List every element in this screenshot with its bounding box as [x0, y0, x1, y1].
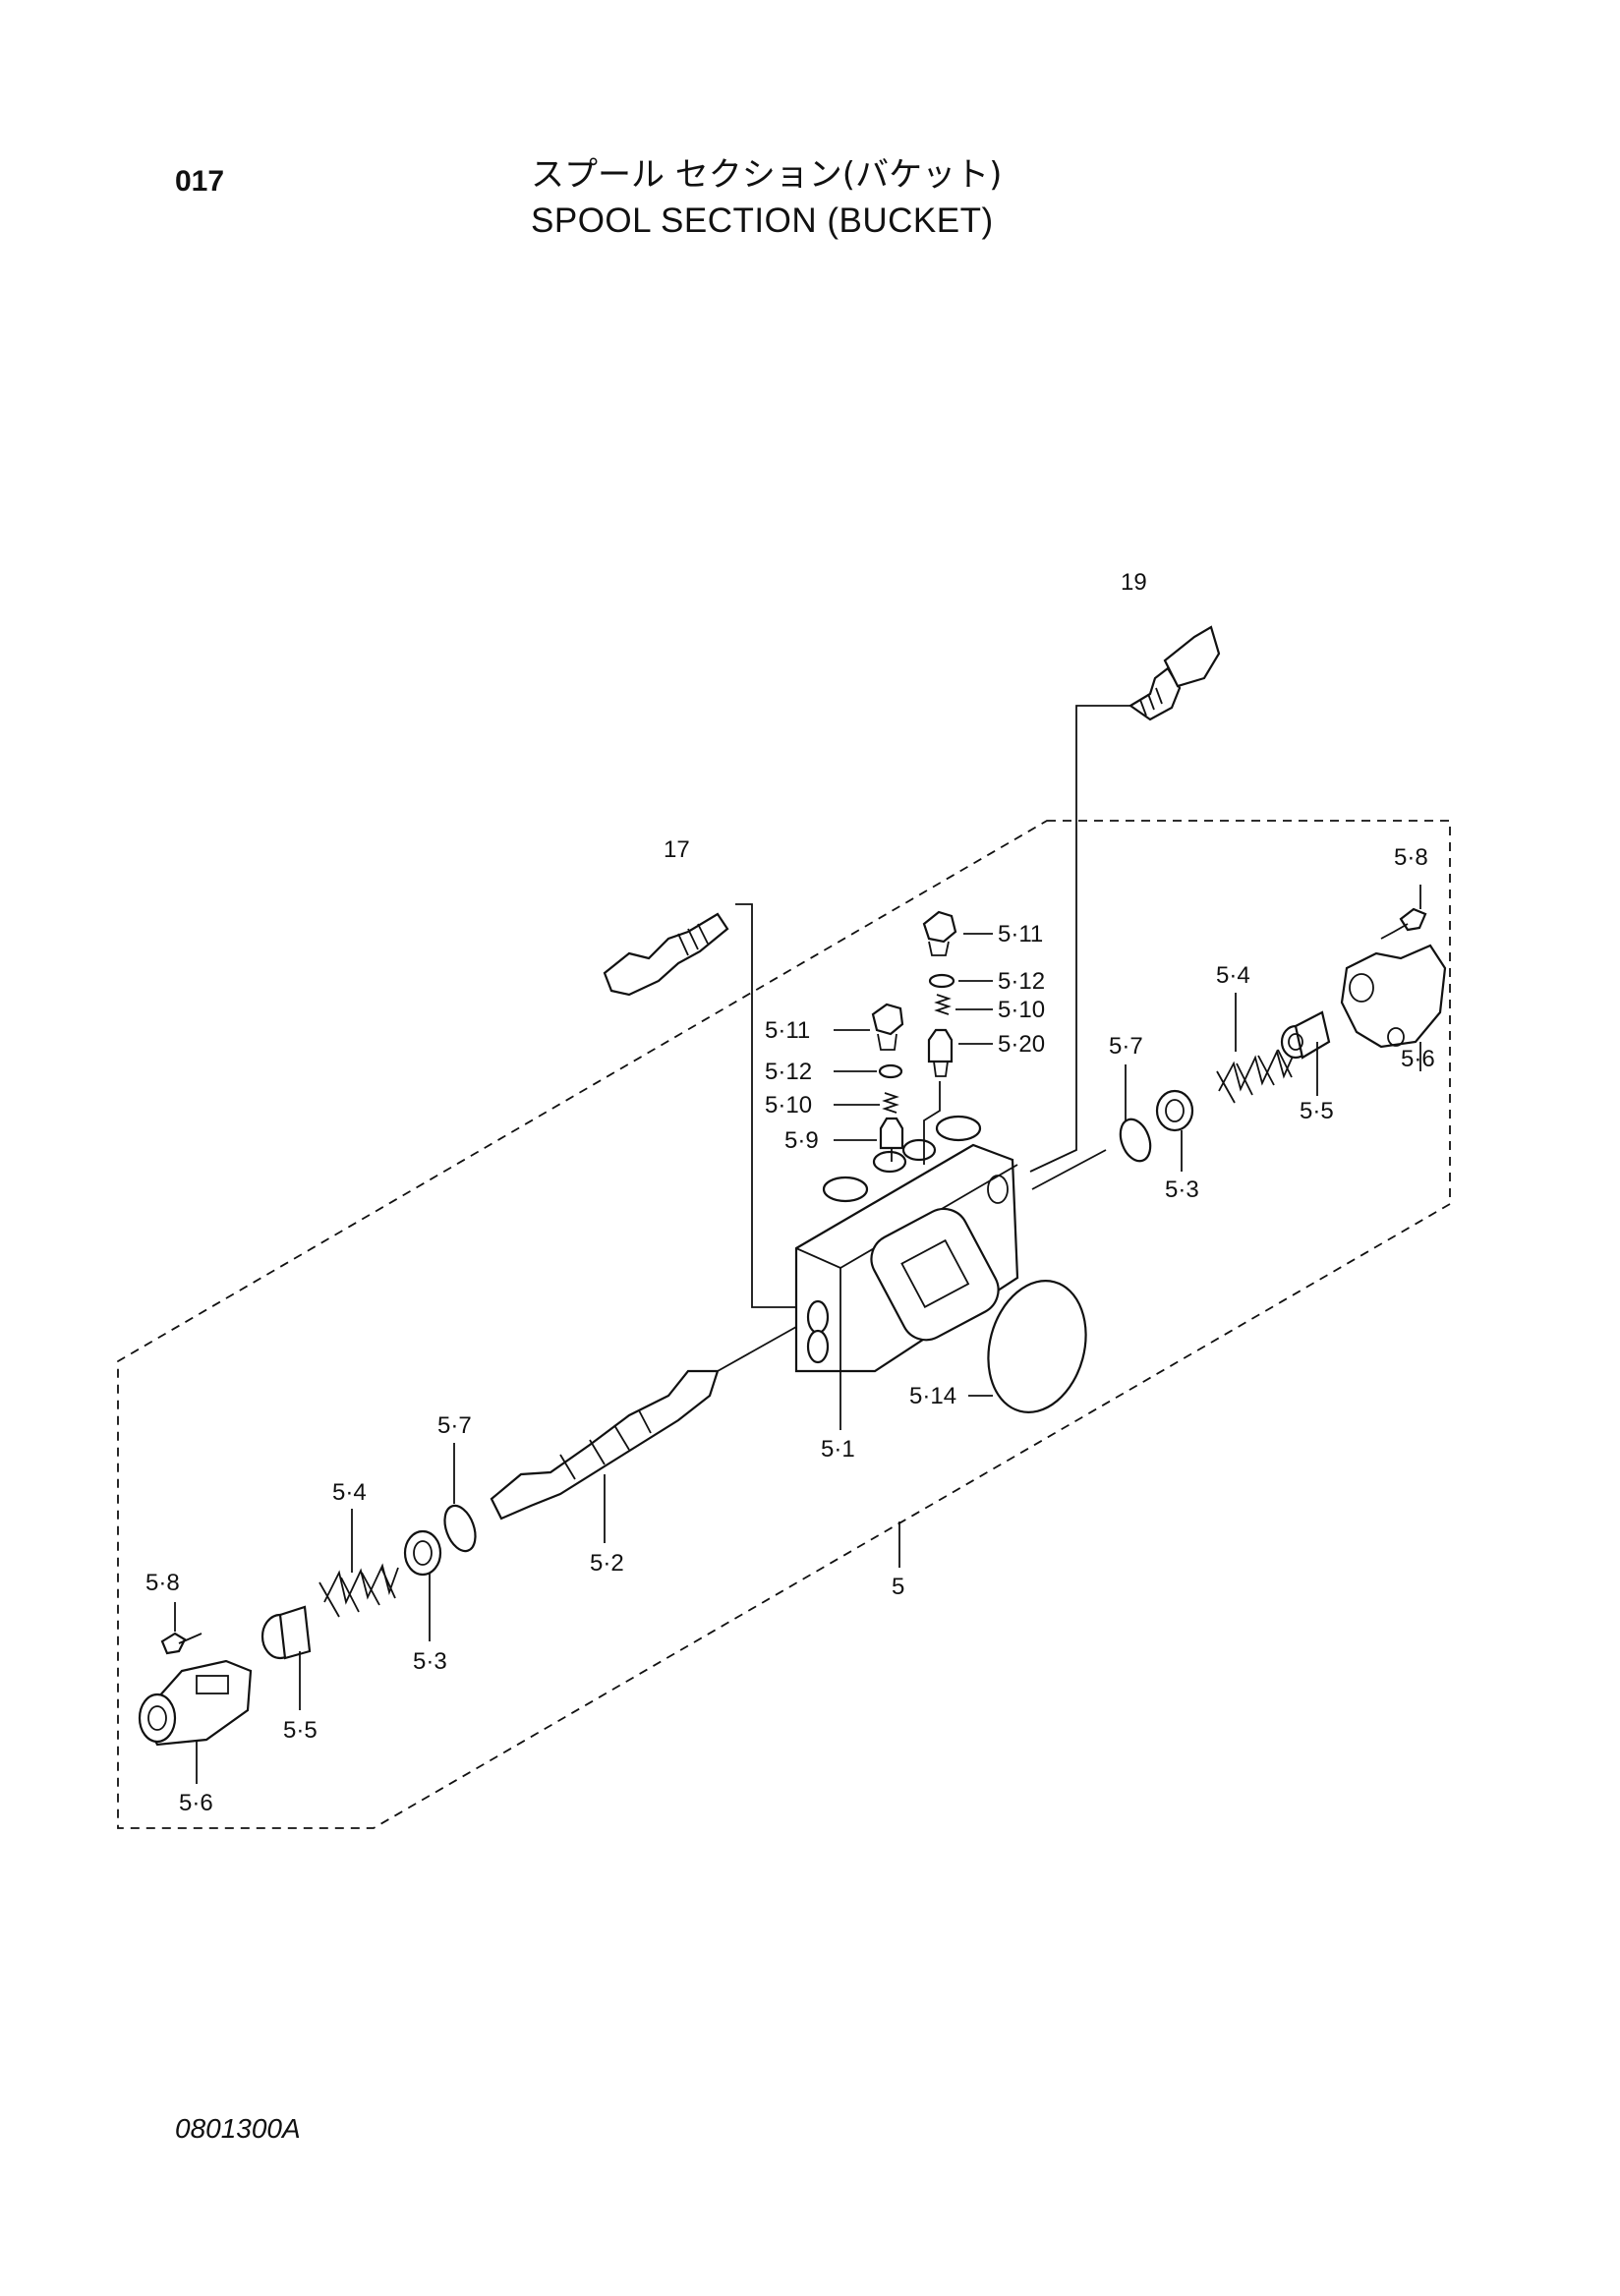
page-number: 017 [175, 165, 225, 198]
part-5-20-poppet[interactable] [927, 1028, 954, 1077]
part-5-7-o-ring-left[interactable] [439, 1502, 482, 1556]
part-19-connector[interactable] [1128, 625, 1221, 721]
callout-5: 5 [892, 1574, 904, 1600]
drawing-code: 0801300A [175, 2113, 301, 2144]
callout-5-3-right: 5·3 [1165, 1177, 1199, 1203]
part-5-4-spring-left[interactable] [318, 1563, 399, 1618]
page-title: SPOOL SECTION (BUCKET) [531, 201, 994, 240]
part-5-6-cap-left[interactable] [138, 1659, 253, 1747]
part-5-1-valve-body[interactable] [794, 1115, 1019, 1373]
part-5-7-o-ring-right[interactable] [1115, 1116, 1155, 1166]
callout-5-11-top: 5·11 [998, 921, 1043, 947]
part-5-4-spring-right[interactable] [1216, 1049, 1297, 1104]
callout-5-6-right: 5·6 [1401, 1046, 1435, 1072]
leader-17 [735, 903, 806, 1308]
part-5-12-o-ring-top[interactable] [928, 973, 955, 989]
callout-5-7-left: 5·7 [437, 1412, 472, 1439]
callout-5-14: 5·14 [909, 1383, 956, 1409]
part-5-14-o-ring[interactable] [974, 1270, 1100, 1423]
part-5-12-o-ring-left[interactable] [878, 1063, 903, 1079]
leader-19 [1029, 705, 1130, 1173]
part-5-11-plug-left[interactable] [871, 1003, 904, 1051]
part-5-3-seat-right[interactable] [1155, 1089, 1194, 1132]
part-5-10-spring-left[interactable] [882, 1092, 899, 1114]
spool-axis-line [717, 1326, 797, 1372]
callout-5-5-right: 5·5 [1300, 1098, 1334, 1124]
part-17-connector[interactable] [603, 912, 729, 997]
part-5-6-cap-right[interactable] [1340, 944, 1447, 1049]
part-5-3-seat-left[interactable] [403, 1529, 442, 1577]
callout-5-1: 5·1 [821, 1436, 855, 1463]
page-title-japanese: スプール セクション(バケット) [531, 155, 1003, 195]
part-5-5-sleeve-left[interactable] [260, 1605, 312, 1660]
callout-5-20: 5·20 [998, 1031, 1045, 1058]
assembly-boundary [117, 820, 1451, 1829]
callout-19: 19 [1121, 569, 1147, 596]
callout-5-6-left: 5·6 [179, 1790, 213, 1816]
callout-5-2: 5·2 [590, 1550, 624, 1577]
callout-5-9: 5·9 [784, 1127, 819, 1154]
callout-5-4-right: 5·4 [1216, 962, 1250, 989]
leader-5-20-to-body [923, 1081, 941, 1165]
callout-5-4-left: 5·4 [332, 1479, 367, 1506]
part-5-8-screw-right[interactable] [1380, 907, 1427, 940]
callout-5-12-left: 5·12 [765, 1059, 812, 1085]
part-5-8-screw-left[interactable] [160, 1632, 202, 1655]
part-5-2-spool[interactable] [490, 1369, 720, 1521]
callout-5-8-left: 5·8 [145, 1570, 180, 1596]
part-5-5-sleeve-right[interactable] [1280, 1010, 1331, 1060]
callout-5-10-top: 5·10 [998, 997, 1045, 1023]
callout-5-7-right: 5·7 [1109, 1033, 1143, 1060]
callout-17: 17 [664, 836, 690, 863]
callout-5-11-left: 5·11 [765, 1017, 810, 1044]
right-axis-line [1031, 1149, 1107, 1190]
callout-5-12-top: 5·12 [998, 968, 1045, 995]
callout-5-3-left: 5·3 [413, 1648, 447, 1675]
callout-5-10-left: 5·10 [765, 1092, 812, 1119]
part-5-9-poppet[interactable] [879, 1117, 904, 1150]
part-5-10-spring-top[interactable] [934, 994, 952, 1015]
callout-5-5-left: 5·5 [283, 1717, 318, 1744]
part-5-11-plug-top[interactable] [922, 910, 957, 956]
callout-5-8-right: 5·8 [1394, 844, 1428, 871]
